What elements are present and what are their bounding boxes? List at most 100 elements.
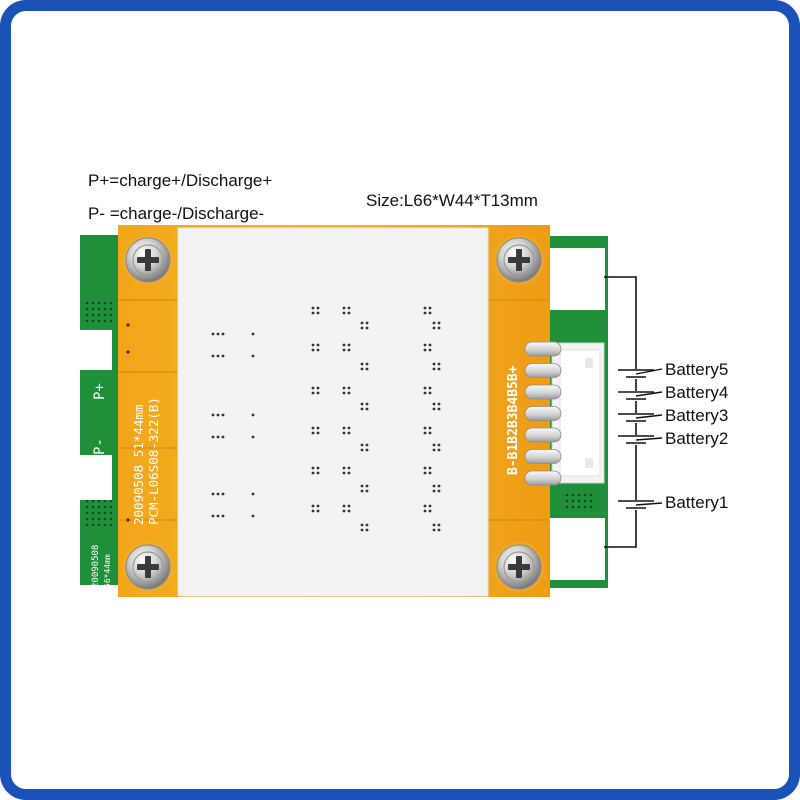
- heatsink-dot: [437, 321, 441, 325]
- heatsink-dot: [316, 466, 320, 470]
- heatsink-dot: [221, 514, 225, 518]
- battery-leader-line: [635, 502, 663, 506]
- heatsink-dot: [432, 489, 436, 493]
- heatsink-dot: [428, 466, 432, 470]
- heatsink-dot: [432, 528, 436, 532]
- heatsink-dot: [437, 489, 441, 493]
- heatsink-dot: [342, 386, 346, 390]
- heatsink-dot: [423, 504, 427, 508]
- pad-p-plus: [78, 330, 112, 370]
- heatsink-dot: [211, 413, 215, 417]
- heatsink-dot: [311, 386, 315, 390]
- heatsink-dot: [428, 509, 432, 513]
- heatsink-dot: [437, 326, 441, 330]
- battery-wiring: [604, 276, 637, 548]
- heatsink-dot: [432, 484, 436, 488]
- heatsink-dot: [347, 504, 351, 508]
- heatsink-dot: [365, 321, 369, 325]
- heatsink-dot: [428, 311, 432, 315]
- heatsink-dot: [311, 509, 315, 513]
- heatsink-dot: [251, 332, 255, 336]
- heatsink-dot: [432, 326, 436, 330]
- heatsink-dot: [311, 466, 315, 470]
- heatsink-dot: [311, 431, 315, 435]
- solder-pin: [524, 406, 562, 421]
- solder-pin: [524, 427, 562, 443]
- heatsink-dot: [342, 509, 346, 513]
- heatsink-dot: [347, 431, 351, 435]
- heatsink-dot: [428, 343, 432, 347]
- heatsink-dot: [360, 402, 364, 406]
- heatsink-dot: [428, 431, 432, 435]
- heatsink-dot: [251, 492, 255, 496]
- battery-label-4: Battery4: [665, 383, 728, 402]
- heatsink-dot: [423, 509, 427, 513]
- heatsink-dot: [365, 528, 369, 532]
- heatsink-dot: [423, 386, 427, 390]
- heatsink-dot: [360, 407, 364, 411]
- heatsink-dot: [437, 528, 441, 532]
- caption-p-plus: P+=charge+/Discharge+: [88, 171, 273, 190]
- heatsink-dot: [347, 386, 351, 390]
- battery-leader-line: [635, 437, 663, 441]
- battery-label-1: Battery1: [665, 493, 728, 512]
- heatsink-dot: [423, 343, 427, 347]
- heatsink-dot: [251, 514, 255, 518]
- heatsink-dot: [311, 504, 315, 508]
- mounting-screws: [123, 235, 544, 592]
- silk-date-size: 20090508 51*44mm: [131, 405, 146, 525]
- heatsink-dot: [365, 523, 369, 527]
- aluminum-heatsink: [177, 227, 489, 597]
- heatsink-dot: [423, 466, 427, 470]
- heatsink-dot: [428, 391, 432, 395]
- battery-leader-line: [635, 391, 663, 397]
- heatsink-dot: [311, 471, 315, 475]
- heatsink-dot: [216, 435, 220, 439]
- heatsink-dot: [365, 362, 369, 366]
- heatsink-dot: [221, 435, 225, 439]
- heatsink-dot: [365, 443, 369, 447]
- screw-icon: [494, 235, 544, 285]
- pad-b-minus: [550, 518, 605, 580]
- solder-pin: [524, 363, 562, 378]
- heatsink-dot: [316, 386, 320, 390]
- heatsink-mounting-dots: [211, 306, 441, 532]
- heatsink-dot: [342, 504, 346, 508]
- heatsink-dot: [316, 509, 320, 513]
- heatsink-dot: [437, 443, 441, 447]
- battery-cell-symbols: [618, 368, 663, 510]
- battery-leader-line: [635, 414, 663, 419]
- heatsink-dot: [211, 514, 215, 518]
- battery-label-2: Battery2: [665, 429, 728, 448]
- heatsink-dot: [428, 471, 432, 475]
- silk-strip-size: 56*44mm: [103, 554, 112, 588]
- heatsink-dot: [423, 306, 427, 310]
- silk-connector-pins: B-B1B2B3B4B5B+: [506, 365, 521, 475]
- heatsink-dot: [316, 343, 320, 347]
- heatsink-dot: [311, 306, 315, 310]
- heatsink-dot: [342, 343, 346, 347]
- heatsink-dot: [211, 354, 215, 358]
- heatsink-dot: [316, 306, 320, 310]
- heatsink-dot: [316, 471, 320, 475]
- caption-p-minus: P- =charge-/Discharge-: [88, 204, 265, 223]
- heatsink-dot: [360, 367, 364, 371]
- battery-label-5: Battery5: [665, 360, 728, 379]
- screw-icon: [123, 235, 173, 285]
- heatsink-dot: [360, 448, 364, 452]
- heatsink-dot: [316, 311, 320, 315]
- heatsink-dot: [423, 391, 427, 395]
- heatsink-dot: [432, 321, 436, 325]
- heatsink-dot: [251, 354, 255, 358]
- heatsink-dot: [365, 402, 369, 406]
- heatsink-dot: [316, 431, 320, 435]
- heatsink-dot: [342, 471, 346, 475]
- heatsink-dot: [365, 407, 369, 411]
- heatsink-dot: [423, 311, 427, 315]
- heatsink-dot: [316, 391, 320, 395]
- silk-p-plus-label: P+: [92, 383, 108, 400]
- heatsink-dot: [347, 311, 351, 315]
- heatsink-dot: [342, 391, 346, 395]
- heatsink-dot: [360, 528, 364, 532]
